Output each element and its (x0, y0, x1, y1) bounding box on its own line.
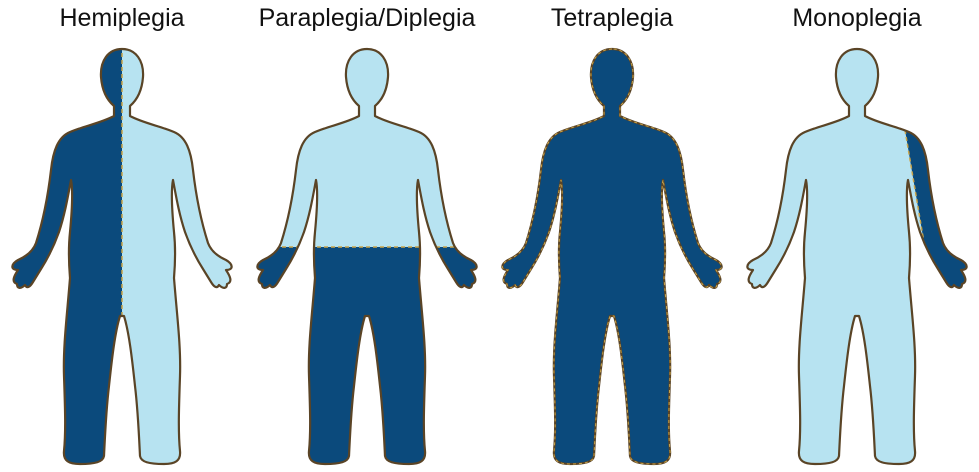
panel-monoplegia: Monoplegia (735, 0, 979, 472)
tetraplegia-body-base (502, 49, 721, 464)
paraplegia-silhouette-svg (247, 46, 487, 470)
monoplegia-body-figure (737, 46, 977, 470)
tetraplegia-silhouette-svg (492, 46, 732, 470)
hemiplegia-silhouette-svg (2, 46, 242, 470)
panel-tetraplegia: Tetraplegia (490, 0, 734, 472)
panel-paraplegia: Paraplegia/Diplegia (245, 0, 489, 472)
monoplegia-label: Monoplegia (735, 4, 979, 33)
hemiplegia-body-figure (2, 46, 242, 470)
hemiplegia-label: Hemiplegia (0, 4, 244, 33)
tetraplegia-label: Tetraplegia (490, 4, 734, 33)
tetraplegia-body-figure (492, 46, 732, 470)
paraplegia-body-figure (247, 46, 487, 470)
paraplegia-affected-region (247, 247, 487, 470)
panel-hemiplegia: Hemiplegia (0, 0, 244, 472)
paraplegia-diplegia-label: Paraplegia/Diplegia (245, 4, 489, 33)
monoplegia-silhouette-svg (737, 46, 977, 470)
